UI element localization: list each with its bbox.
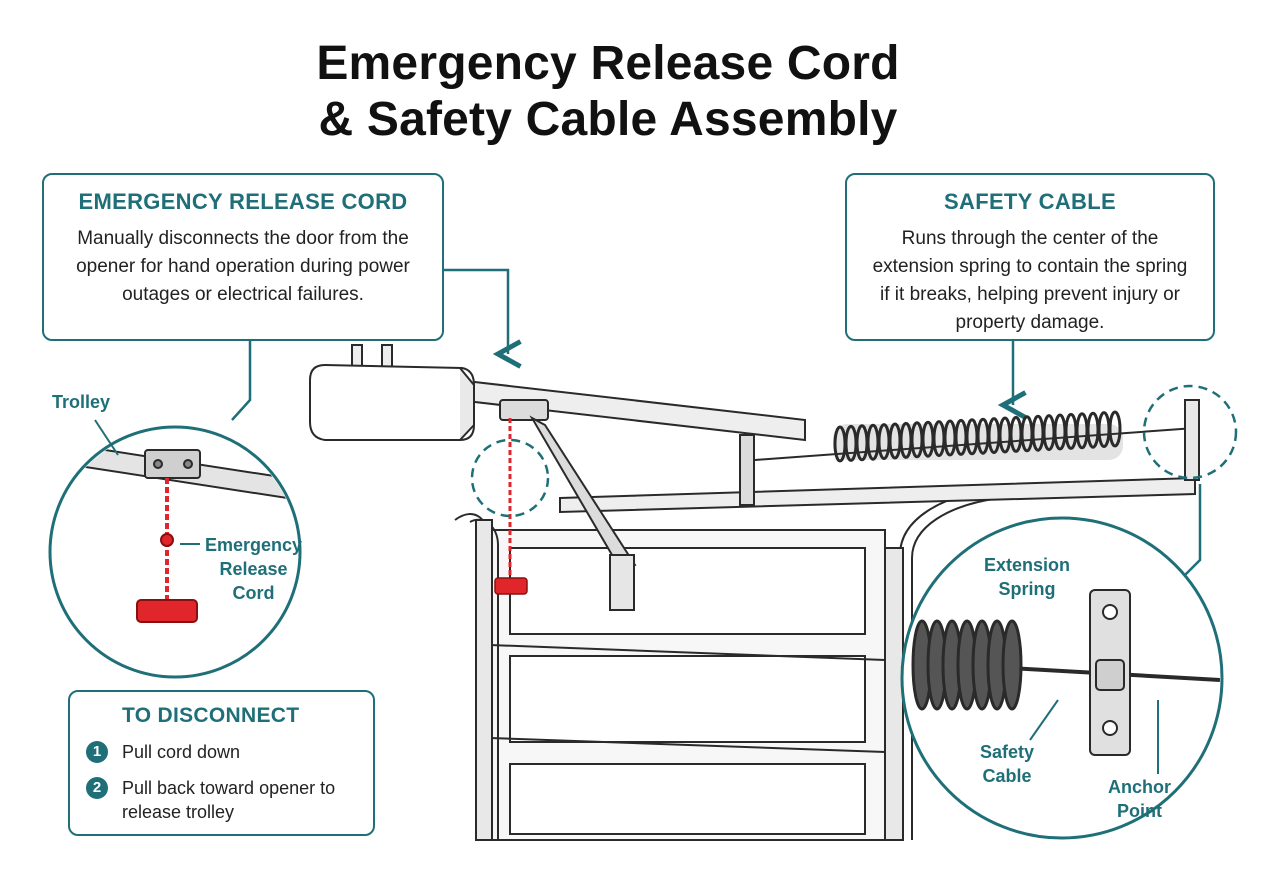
step-2-text: Pull back toward opener to release troll… [122, 778, 336, 822]
disconnect-heading: TO DISCONNECT [122, 704, 300, 727]
label-es-line-2: Spring [998, 579, 1056, 599]
emergency-release-description: Manually disconnects the door from the o… [76, 228, 410, 305]
extension-spring-main [754, 384, 1238, 481]
garage-door [489, 529, 886, 841]
label-es-line-1: Extension [984, 555, 1071, 575]
trolley-and-arm [499, 399, 755, 611]
opener-motor-unit [309, 363, 475, 441]
diagram-title: Emergency Release Cord & Safety Cable As… [0, 36, 1216, 148]
spring-detail-circle [900, 516, 1224, 840]
step-1: 1 Pull cord down [86, 740, 357, 764]
emergency-release-callout: EMERGENCY RELEASE CORD Manually disconne… [42, 173, 444, 341]
label-ap-line-1: Anchor [1108, 777, 1171, 797]
label-sc-line-2: Cable [982, 766, 1032, 786]
step-1-number: 1 [86, 741, 108, 763]
spring-coil-detail [1001, 619, 1023, 711]
disconnect-steps-callout: TO DISCONNECT 1 Pull cord down 2 Pull ba… [68, 690, 375, 836]
label-safety-cable: Safety Cable [980, 740, 1034, 788]
label-anchor-point: Anchor Point [1108, 775, 1171, 823]
label-emergency-release-cord: Emergency Release Cord [205, 533, 302, 605]
label-sc-line-1: Safety [980, 742, 1035, 762]
callout-leader-lines [231, 268, 1202, 579]
emergency-release-heading: EMERGENCY RELEASE CORD [78, 189, 408, 214]
label-erc-line-1: Emergency [205, 535, 303, 555]
title-line-1: Emergency Release Cord [316, 37, 900, 90]
trolley-detail-circle [48, 419, 302, 679]
label-erc-line-2: Release [219, 559, 288, 579]
title-line-2: & Safety Cable Assembly [318, 93, 898, 146]
step-2: 2 Pull back toward opener to release tro… [86, 776, 357, 824]
step-2-number: 2 [86, 777, 108, 799]
step-1-text: Pull cord down [122, 742, 241, 762]
safety-cable-heading: SAFETY CABLE [944, 189, 1116, 214]
label-ap-line-2: Point [1117, 801, 1162, 821]
safety-cable-description: Runs through the center of the extension… [872, 228, 1188, 333]
label-erc-line-3: Cord [232, 583, 275, 603]
spring-coil [1108, 410, 1122, 448]
label-trolley: Trolley [52, 392, 111, 412]
label-extension-spring: Extension Spring [984, 553, 1070, 601]
vertical-tracks [454, 487, 1001, 841]
release-cord-main [470, 418, 550, 595]
safety-cable-callout: SAFETY CABLE Runs through the center of … [845, 173, 1215, 341]
